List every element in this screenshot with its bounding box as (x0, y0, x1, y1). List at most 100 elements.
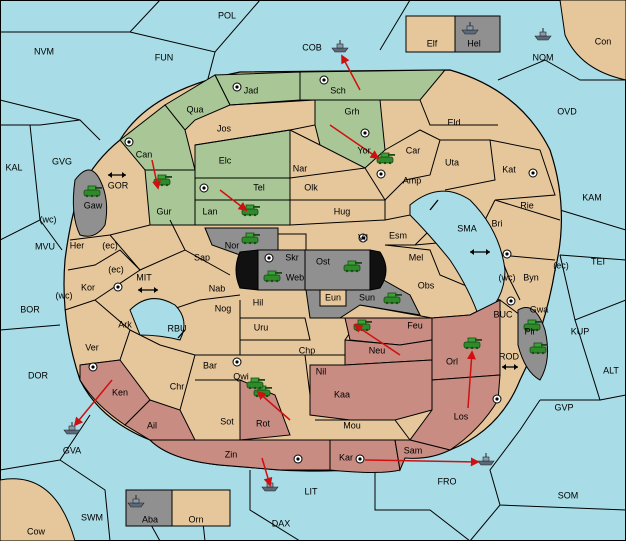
province-can[interactable] (119, 104, 196, 171)
label-swm: SWM (81, 512, 103, 522)
label-ec-1: (ec) (102, 240, 118, 250)
label-kaa: Kaa (334, 389, 350, 399)
label-gva: GVA (63, 445, 81, 455)
label-byn: Byn (523, 272, 539, 282)
province-gaw[interactable] (72, 169, 108, 237)
province-kaa[interactable] (309, 359, 433, 421)
label-dor: DOR (28, 370, 49, 380)
label-gor: GOR (108, 180, 129, 190)
label-kar: Kar (339, 452, 353, 462)
label-lan: Lan (202, 206, 217, 216)
label-bri: Bri (492, 218, 503, 228)
label-yor: Yor (357, 145, 370, 155)
label-obs: Obs (418, 280, 435, 290)
label-gwa: Gwa (530, 304, 549, 314)
label-gvp: GVP (554, 402, 573, 412)
label-amp: Amp (403, 175, 422, 185)
label-fro: FRO (438, 476, 457, 486)
label-rie: Rie (520, 200, 534, 210)
sea-rbu[interactable] (129, 298, 185, 341)
label-hel: Hel (467, 38, 481, 48)
label-tei: TEI (591, 256, 605, 266)
label-ken: Ken (112, 387, 128, 397)
label-orl: Orl (446, 356, 458, 366)
province-orn[interactable] (171, 489, 231, 527)
label-olk: Olk (304, 182, 318, 192)
label-lit: LIT (304, 486, 318, 496)
label-alt: ALT (603, 365, 619, 375)
label-ver: Ver (85, 342, 99, 352)
label-aba: Aba (142, 514, 158, 524)
label-wc-1: (wc) (40, 214, 57, 224)
province-gur[interactable] (144, 169, 196, 226)
label-ec-2: (ec) (108, 264, 124, 274)
label-grh: Grh (344, 106, 359, 116)
label-esm: Esm (389, 230, 407, 240)
label-can: Can (136, 149, 153, 159)
label-car: Car (406, 145, 421, 155)
label-kat: Kat (502, 164, 516, 174)
label-kor: Kor (81, 282, 95, 292)
label-vil: Vil (358, 232, 368, 242)
province-sam[interactable] (394, 439, 452, 472)
label-bor: BOR (20, 304, 40, 314)
label-cob: COB (302, 42, 322, 52)
label-nar: Nar (293, 163, 308, 173)
label-nvm: NVM (34, 46, 54, 56)
province-sch[interactable] (299, 69, 447, 101)
label-jos: Jos (217, 123, 232, 133)
label-gvg: GVG (52, 156, 72, 166)
label-tel: Tel (253, 182, 265, 192)
label-sap: Sap (194, 252, 210, 262)
order-arrows (73, 54, 480, 487)
province-aba[interactable] (125, 489, 173, 527)
label-nil: Nil (316, 366, 327, 376)
label-elf: Elf (427, 38, 438, 48)
label-ark: Ark (118, 319, 132, 329)
label-cow: Cow (27, 526, 46, 536)
labels: POL FUN NVM COB NOM Con Elf Hel OVD KAL … (5, 10, 619, 536)
label-elc: Elc (219, 155, 232, 165)
label-rod: ROD (499, 351, 520, 361)
label-gaw: Gaw (84, 200, 103, 210)
label-con: Con (595, 36, 612, 46)
label-her: Her (70, 240, 85, 250)
label-sma: SMA (457, 223, 477, 233)
label-rbu: RBU (167, 323, 186, 333)
label-zin: Zin (225, 449, 238, 459)
label-ail: Ail (147, 420, 157, 430)
label-mit: MIT (136, 272, 152, 282)
label-rot: Rot (256, 418, 271, 428)
label-bar: Bar (203, 360, 217, 370)
label-skr: Skr (285, 252, 299, 262)
province-tel[interactable] (194, 177, 291, 201)
label-uru: Uru (254, 322, 269, 332)
province-zin[interactable] (148, 439, 331, 471)
label-qua: Qua (186, 104, 203, 114)
province-hel[interactable] (454, 15, 501, 53)
label-pir: Pir (525, 326, 536, 336)
sea-sma[interactable] (409, 190, 506, 321)
label-sch: Sch (330, 85, 346, 95)
label-sun: Sun (359, 292, 375, 302)
province-elf[interactable] (405, 15, 456, 53)
province-ail[interactable] (124, 399, 196, 441)
label-fun: FUN (155, 52, 174, 62)
label-jad: Jad (244, 85, 259, 95)
label-hil: Hil (253, 297, 264, 307)
tunnel-east (369, 249, 387, 291)
label-uta: Uta (445, 157, 459, 167)
label-chp: Chp (299, 345, 316, 355)
label-sam: Sam (404, 445, 423, 455)
label-chr: Chr (170, 381, 185, 391)
label-los: Los (454, 411, 469, 421)
label-qwi: Qwi (233, 371, 249, 381)
label-nor: Nor (225, 240, 240, 250)
label-gur: Gur (156, 206, 171, 216)
label-neu: Neu (369, 345, 386, 355)
label-feu: Feu (407, 320, 423, 330)
label-mou: Mou (343, 420, 361, 430)
tunnel-west (235, 249, 259, 291)
